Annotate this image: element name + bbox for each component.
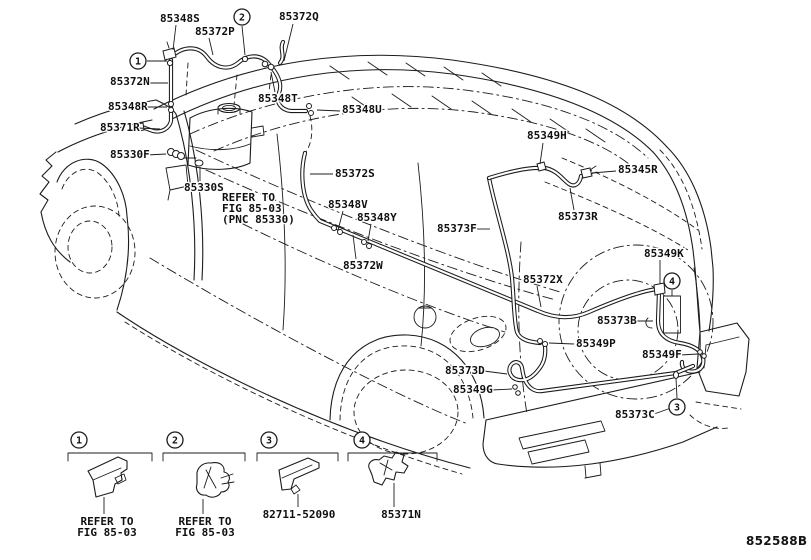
clip-2 bbox=[241, 55, 249, 63]
vehicle-body-art bbox=[39, 54, 750, 479]
washer-pump-85330F bbox=[167, 148, 197, 160]
clip-1 bbox=[166, 59, 174, 67]
callout-number-3: 3 bbox=[266, 436, 272, 447]
legend-part-2 bbox=[195, 462, 235, 514]
part-label-85373R: 85373R bbox=[558, 210, 598, 223]
part-label-85372X: 85372X bbox=[523, 273, 563, 286]
joint-85348R bbox=[168, 101, 174, 107]
elbow-85349P bbox=[537, 338, 543, 344]
part-label-85349F: 85349F bbox=[642, 348, 682, 361]
part-label-85345R: 85345R bbox=[618, 163, 658, 176]
joint-85349F bbox=[697, 349, 703, 355]
callout-number-2: 2 bbox=[172, 436, 178, 447]
bracket-85373B bbox=[645, 317, 653, 329]
reservoir-cap bbox=[217, 102, 241, 114]
part-label-85372N: 85372N bbox=[110, 75, 150, 88]
joint-85348T bbox=[261, 60, 269, 68]
roof-ribs bbox=[329, 61, 606, 143]
callout-number-4: 4 bbox=[669, 277, 675, 288]
diagram-code: 852588B bbox=[746, 534, 808, 548]
callout-number-1: 1 bbox=[76, 436, 82, 447]
joint-85348Y bbox=[361, 239, 367, 245]
part-label-85330S: 85330S bbox=[184, 181, 224, 194]
callout-number-4: 4 bbox=[359, 436, 365, 447]
callout-4 bbox=[353, 431, 371, 449]
part-label-85373F: 85373F bbox=[437, 222, 477, 235]
part-label-85372W: 85372W bbox=[343, 259, 383, 272]
washer-reservoir bbox=[165, 102, 265, 201]
legend-part-3 bbox=[278, 457, 320, 507]
callout-4-box bbox=[663, 295, 681, 334]
joint-85348U bbox=[306, 103, 312, 109]
callout-2 bbox=[233, 8, 251, 26]
part-label-85371R: 85371R bbox=[100, 121, 140, 134]
part-label-85348R: 85348R bbox=[108, 100, 148, 113]
clip-85349H bbox=[536, 161, 547, 172]
legend bbox=[67, 451, 438, 514]
part-label-85348T: 85348T bbox=[258, 92, 298, 105]
part-label-85348Y: 85348Y bbox=[357, 211, 397, 224]
part-label-85349H: 85349H bbox=[527, 129, 567, 142]
clip-3 bbox=[673, 371, 679, 379]
legend-bracket-3 bbox=[256, 452, 339, 462]
callout-3 bbox=[668, 398, 686, 416]
callout-1 bbox=[129, 52, 147, 70]
callout-1 bbox=[70, 431, 88, 449]
callout-4 bbox=[663, 272, 681, 290]
part-label-85349P: 85349P bbox=[576, 337, 616, 350]
part-label-85349K: 85349K bbox=[644, 247, 684, 260]
part-label-85348U: 85348U bbox=[342, 103, 382, 116]
part-label-85349G: 85349G bbox=[453, 383, 493, 396]
part-label-85372S: 85372S bbox=[335, 167, 375, 180]
part-label-85372Q: 85372Q bbox=[279, 10, 319, 23]
part-label-85372P: 85372P bbox=[195, 25, 235, 38]
elbow-joint-85348S bbox=[162, 47, 177, 61]
part-label-85348V: 85348V bbox=[328, 198, 368, 211]
legend-bracket-4 bbox=[347, 452, 438, 462]
legend-part-4 bbox=[368, 451, 409, 507]
part-label-legend-4-caption: 85371N bbox=[381, 508, 421, 521]
callout-number-3: 3 bbox=[674, 403, 680, 414]
clip-85349G bbox=[512, 384, 518, 390]
callout-number-2: 2 bbox=[239, 13, 245, 24]
part-label-85373B: 85373B bbox=[597, 314, 637, 327]
legend-part-1 bbox=[87, 456, 128, 514]
part-label-legend-3-caption: 82711-52090 bbox=[263, 508, 336, 521]
hose-fittings bbox=[136, 41, 707, 396]
part-label-85348S: 85348S bbox=[160, 12, 200, 25]
legend-bracket-1 bbox=[67, 452, 153, 462]
hose-end-85371R bbox=[136, 122, 145, 132]
part-label-85373C: 85373C bbox=[615, 408, 655, 421]
legend-bracket-2 bbox=[162, 452, 246, 462]
part-label-85373D: 85373D bbox=[445, 364, 485, 377]
clip-85348V bbox=[331, 225, 337, 231]
grommet-85330S bbox=[194, 159, 204, 167]
part-label-85330F: 85330F bbox=[110, 148, 150, 161]
elbow-85349K bbox=[653, 282, 666, 296]
callout-2 bbox=[166, 431, 184, 449]
callout-number-1: 1 bbox=[135, 57, 141, 68]
callout-3 bbox=[260, 431, 278, 449]
rear-nozzle-85345R bbox=[580, 165, 598, 179]
